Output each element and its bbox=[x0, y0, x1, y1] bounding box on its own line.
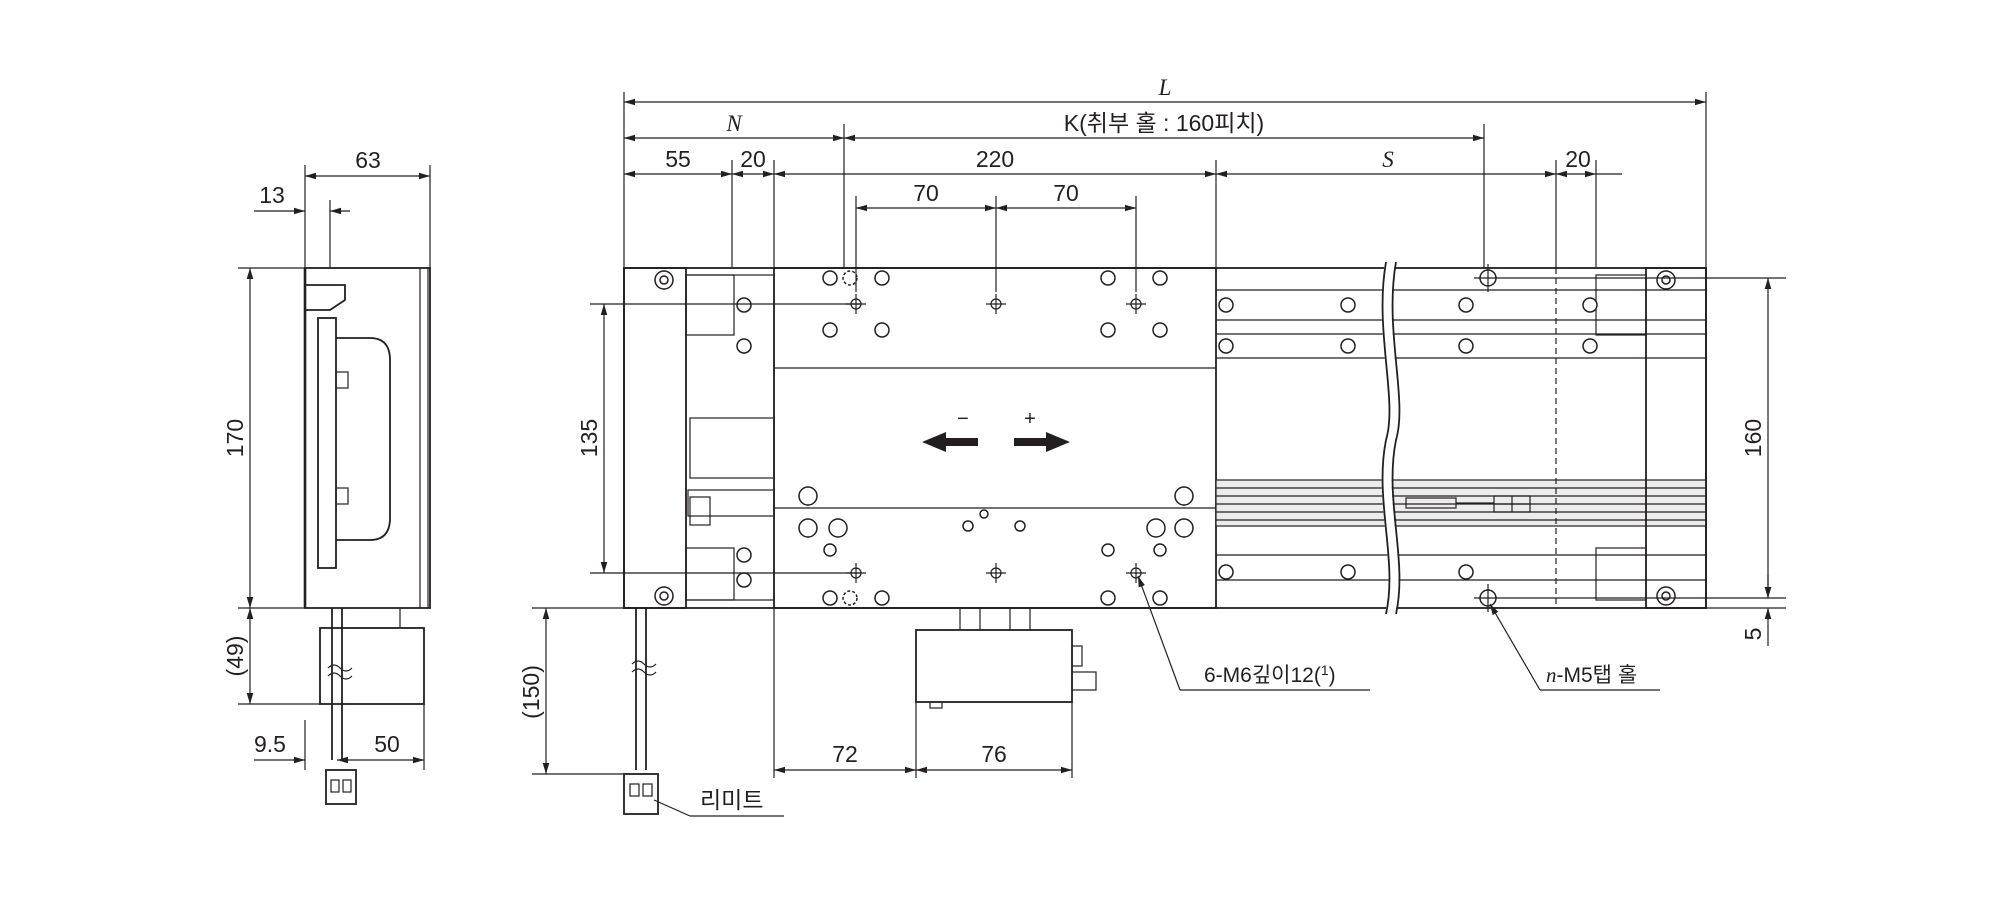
dim-135: 135 bbox=[576, 419, 602, 457]
tap-callout-text: 6-M6깊이12(1) bbox=[1204, 662, 1336, 687]
plus-sign: + bbox=[1024, 408, 1036, 430]
dim-63: 63 bbox=[355, 147, 381, 173]
dim-76: 76 bbox=[981, 741, 1007, 767]
dim-49: (49) bbox=[222, 636, 248, 677]
dim-220: 220 bbox=[976, 146, 1014, 172]
dim-72: 72 bbox=[832, 741, 858, 767]
dim-20-left: 20 bbox=[740, 146, 766, 172]
limit-label: 리미트 bbox=[700, 787, 763, 813]
side-view: 63 13 170 (49) 9.5 50 bbox=[222, 147, 431, 805]
dim-70-right: 70 bbox=[1053, 180, 1079, 206]
dim-N: N bbox=[725, 111, 743, 136]
callouts: 6-M6깊이12(1) n-M5탭 홀 리미트 bbox=[653, 575, 1660, 817]
dim-9-5: 9.5 bbox=[254, 731, 286, 757]
dim-150: (150) bbox=[518, 665, 544, 719]
top-view-dimensions: L N K(취부 홀 : 160피치) 55 20 220 S 20 70 70… bbox=[518, 75, 1786, 778]
tapped-hole-marks bbox=[846, 264, 1530, 612]
dim-L: L bbox=[1158, 75, 1172, 100]
top-view: − + bbox=[623, 261, 1707, 815]
dim-13: 13 bbox=[259, 182, 285, 208]
dim-70-left: 70 bbox=[913, 180, 939, 206]
m5-callout-text: n-M5탭 홀 bbox=[1546, 663, 1637, 687]
dim-55: 55 bbox=[665, 146, 691, 172]
plus-direction-arrow bbox=[1014, 432, 1070, 452]
dim-170: 170 bbox=[222, 419, 248, 457]
dim-S: S bbox=[1382, 147, 1394, 172]
dim-20-right: 20 bbox=[1565, 146, 1591, 172]
dim-50: 50 bbox=[374, 731, 400, 757]
fastener-holes bbox=[654, 269, 1676, 607]
minus-sign: − bbox=[957, 408, 969, 430]
minus-direction-arrow bbox=[922, 432, 978, 452]
dim-K: K(취부 홀 : 160피치) bbox=[1064, 110, 1264, 136]
dim-5: 5 bbox=[1740, 628, 1766, 641]
dim-160: 160 bbox=[1740, 419, 1766, 457]
